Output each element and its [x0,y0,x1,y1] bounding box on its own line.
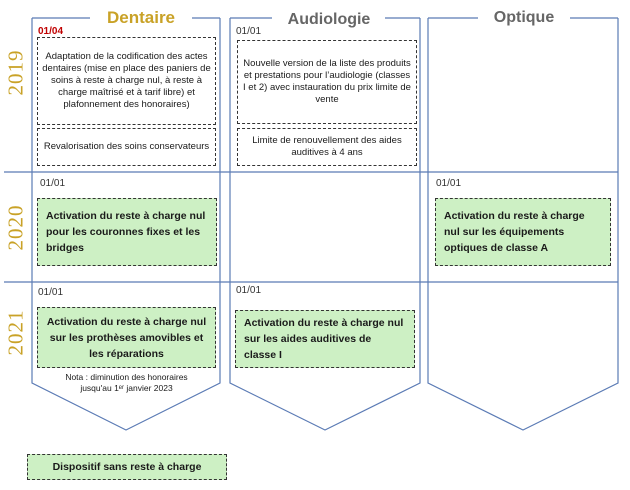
dentaire-2020-date: 01/01 [40,178,66,189]
audiologie-2019-renouvellement-box: Limite de renouvellement des aides audit… [237,128,417,166]
column-title-optique: Optique [478,9,570,27]
audiologie-2019-lpp-box: Nouvelle version de la liste des produit… [237,40,417,124]
dentaire-2021-rac-zero-box: Activation du reste à charge nul sur les… [37,307,216,368]
nota-line-2: jusqu'au 1ᵉʳ janvier 2023 [80,383,173,393]
dentaire-2020-rac-zero-box: Activation du reste à charge nul pour le… [37,198,217,266]
dentaire-2019-revalorisation-box: Revalorisation des soins conservateurs [37,128,216,166]
audiologie-column-outline [229,18,421,431]
column-title-dentaire: Dentaire [90,8,192,28]
year-label-2019: 2019 [3,49,28,96]
nota-line-1: Nota : diminution des honoraires [65,372,188,382]
year-label-2021: 2021 [3,309,28,356]
dentaire-2019-date: 01/04 [38,26,64,37]
optique-column-outline [427,18,619,431]
legend-sans-reste-a-charge: Dispositif sans reste à charge [27,454,227,480]
audiologie-2019-date: 01/01 [236,26,262,37]
dentaire-2021-date: 01/01 [38,287,64,298]
column-title-audiologie: Audiologie [273,11,385,29]
audiologie-2021-rac-zero-box: Activation du reste à charge nul sur les… [235,310,415,368]
year-label-2020: 2020 [3,204,28,251]
optique-2020-date: 01/01 [436,178,462,189]
dentaire-2021-nota: Nota : diminution des honoraires jusqu'a… [37,372,216,394]
dentaire-column-outline [31,18,221,431]
dentaire-2019-codification-box: Adaptation de la codification des actes … [37,37,216,125]
optique-2020-rac-zero-box: Activation du reste à charge nul sur les… [435,198,611,266]
audiologie-2021-date: 01/01 [236,285,262,296]
